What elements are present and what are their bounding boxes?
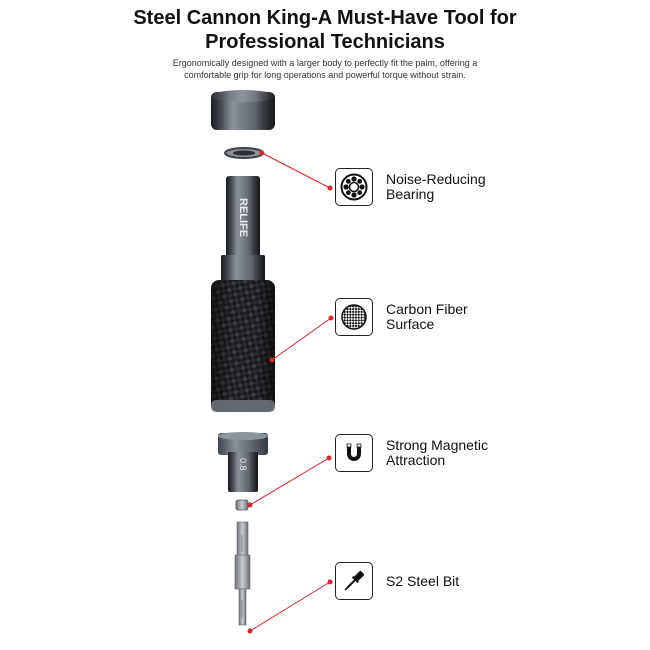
feature-label: Carbon Fiber Surface <box>386 302 516 332</box>
feature-label-line-1: S2 Steel Bit <box>386 572 460 589</box>
feature-carbon-fiber: Carbon Fiber Surface <box>335 298 516 336</box>
feature-label: Strong Magnetic Attraction <box>386 438 516 468</box>
bit-size-label: 0.8 <box>238 458 248 471</box>
leader-line-magnet <box>249 457 330 506</box>
feature-label: S2 Steel Bit <box>386 572 516 589</box>
subtitle-line-1: Ergonomically designed with a larger bod… <box>172 58 478 68</box>
shaft-body: RELIFE <box>221 176 265 281</box>
leader-line-carbon <box>271 317 332 361</box>
end-cap <box>211 90 275 130</box>
small-magnet <box>235 499 249 511</box>
leader-line-bearing <box>261 152 331 189</box>
carbon-fiber-icon <box>335 298 373 336</box>
feature-s2-bit: S2 Steel Bit <box>335 562 516 600</box>
feature-label-line-2: Surface <box>386 316 435 332</box>
leader-line-bit <box>249 581 331 632</box>
leader-lines <box>247 150 334 634</box>
feature-bearing: Noise-Reducing Bearing <box>335 168 516 206</box>
bearing-icon <box>335 168 373 206</box>
magnetic-collar: 0.8 <box>218 432 268 492</box>
feature-magnetic: Strong Magnetic Attraction <box>335 434 516 472</box>
s2-steel-bit <box>234 521 251 626</box>
subtitle-line-2: comfortable grip for long operations and… <box>184 70 466 80</box>
feature-label-line-1: Noise-Reducing <box>386 171 486 187</box>
feature-label: Noise-Reducing Bearing <box>386 172 516 202</box>
feature-label-line-2: Bearing <box>386 186 435 202</box>
page-title: Steel Cannon King-A Must-Have Tool for P… <box>0 6 650 54</box>
carbon-fiber-grip <box>211 280 275 412</box>
brand-logo-text: RELIFE <box>237 198 249 237</box>
screwdriver-icon <box>335 562 373 600</box>
feature-label-line-1: Strong Magnetic <box>386 437 488 453</box>
subtitle: Ergonomically designed with a larger bod… <box>90 57 560 81</box>
title-line-1: Steel Cannon King-A Must-Have Tool for <box>133 7 517 29</box>
feature-label-line-1: Carbon Fiber <box>386 301 468 317</box>
magnet-icon <box>335 434 373 472</box>
bearing-ring <box>224 147 264 159</box>
feature-label-line-2: Attraction <box>386 452 446 468</box>
title-line-2: Professional Technicians <box>205 31 445 53</box>
